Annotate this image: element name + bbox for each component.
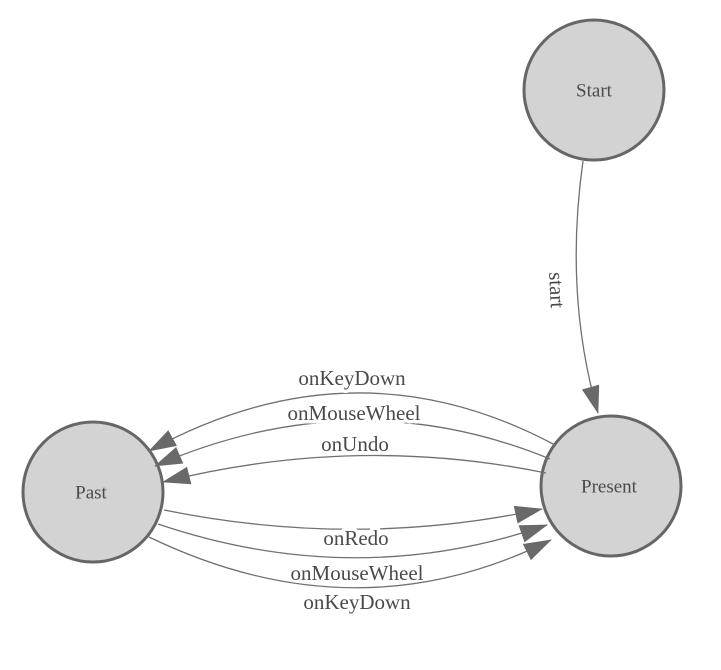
transition-onredo-past-to-present: onRedo bbox=[163, 505, 543, 554]
node-label-start: Start bbox=[576, 81, 613, 102]
state-node-present[interactable] bbox=[539, 414, 683, 558]
edge-onmousewheel-bottom[interactable] bbox=[157, 523, 548, 559]
transition-start-to-present: start bbox=[541, 160, 600, 414]
node-label-past: Past bbox=[75, 483, 107, 504]
node-start: Start bbox=[522, 18, 666, 162]
edge-label-start: start bbox=[544, 271, 570, 309]
edge-start[interactable] bbox=[575, 160, 600, 414]
edge-label-onredo: onRedo bbox=[323, 526, 388, 550]
transition-onundo-present-to-past: onUndo bbox=[162, 429, 547, 485]
edge-onkeydown-bottom[interactable] bbox=[148, 536, 552, 589]
node-present: Present bbox=[539, 414, 683, 558]
transition-onmousewheel-past-to-present: onMouseWheel bbox=[157, 523, 548, 589]
edge-label-onmousewheel-bottom: onMouseWheel bbox=[291, 561, 424, 585]
edge-label-onkeydown-top: onKeyDown bbox=[298, 366, 406, 390]
edge-onmousewheel-top[interactable] bbox=[154, 420, 551, 467]
state-node-start[interactable] bbox=[522, 18, 666, 162]
node-label-present: Present bbox=[581, 477, 638, 498]
edge-label-onkeydown-bottom: onKeyDown bbox=[303, 590, 411, 614]
state-node-past[interactable] bbox=[21, 420, 165, 564]
edge-label-onundo: onUndo bbox=[321, 432, 389, 456]
edge-onundo[interactable] bbox=[162, 454, 547, 485]
edge-onkeydown-top[interactable] bbox=[148, 392, 556, 452]
transition-onmousewheel-present-to-past: onMouseWheel bbox=[154, 398, 551, 467]
edge-onredo[interactable] bbox=[163, 505, 543, 530]
node-past: Past bbox=[21, 420, 165, 564]
transition-onkeydown-past-to-present: onKeyDown bbox=[148, 536, 552, 618]
transition-onkeydown-present-to-past: onKeyDown bbox=[148, 363, 556, 452]
edge-label-onmousewheel-top: onMouseWheel bbox=[288, 401, 421, 425]
